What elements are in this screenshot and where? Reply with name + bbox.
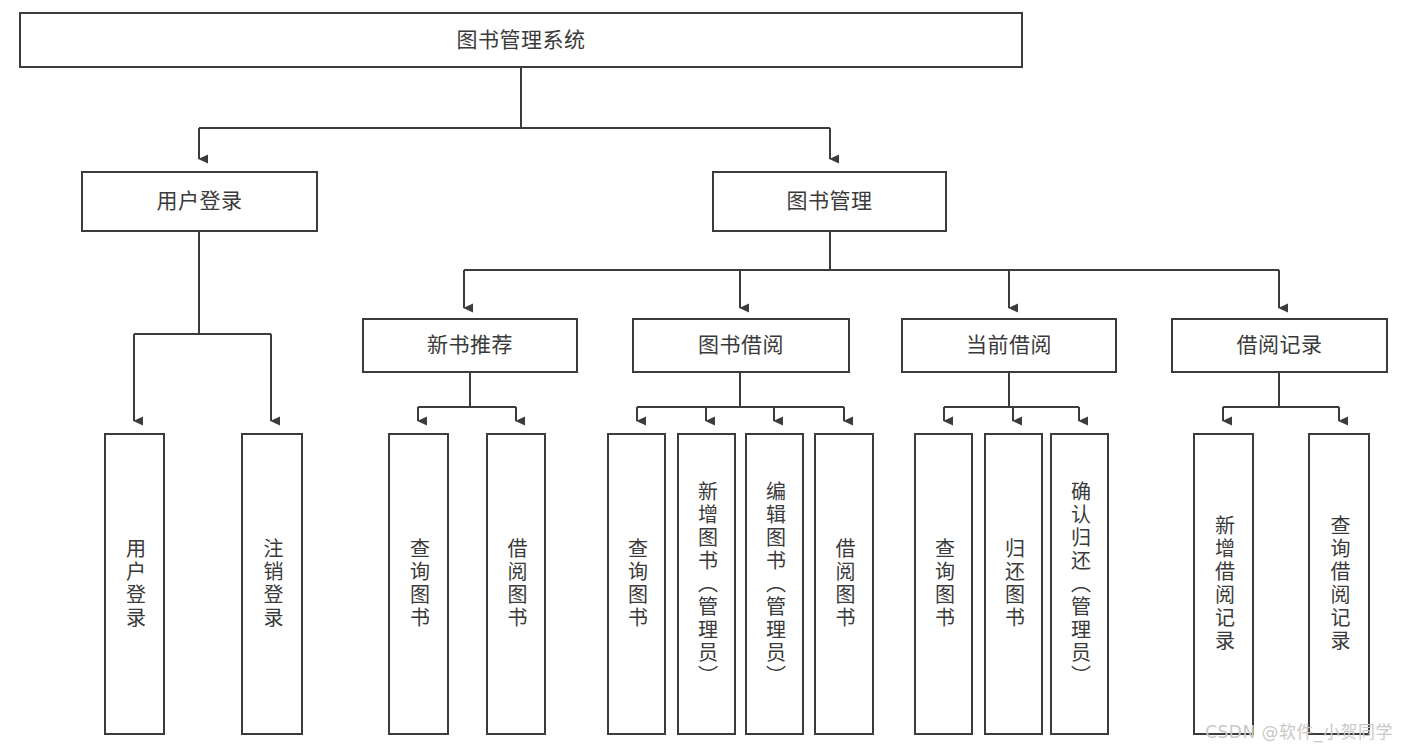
node-leaf-borrow-book-new[interactable]: 借阅图书 (486, 433, 546, 735)
node-leaf-add-borrow-record[interactable]: 新增借阅记录 (1193, 433, 1254, 735)
node-label: 查询图书 (627, 538, 647, 630)
node-leaf-confirm-return[interactable]: 确认归还（管理员） (1050, 433, 1109, 735)
node-label: 借阅图书 (506, 538, 526, 630)
node-label: 新增图书（管理员） (697, 481, 717, 688)
node-book-management-system[interactable]: 图书管理系统 (19, 12, 1023, 68)
node-borrow-record[interactable]: 借阅记录 (1171, 318, 1388, 373)
node-label: 新书推荐 (427, 334, 513, 356)
node-leaf-add-book[interactable]: 新增图书（管理员） (677, 433, 736, 735)
node-leaf-query-borrow-record[interactable]: 查询借阅记录 (1308, 433, 1370, 735)
node-label: 用户登录 (157, 190, 243, 212)
node-label: 查询借阅记录 (1329, 515, 1349, 653)
node-new-book-recommend[interactable]: 新书推荐 (362, 318, 578, 373)
node-leaf-user-login[interactable]: 用户登录 (104, 433, 165, 735)
node-user-login[interactable]: 用户登录 (81, 171, 318, 232)
node-leaf-query-book-current[interactable]: 查询图书 (914, 433, 973, 735)
node-book-borrow[interactable]: 图书借阅 (632, 318, 850, 373)
node-leaf-borrow-book[interactable]: 借阅图书 (814, 433, 874, 735)
node-label: 借阅图书 (834, 538, 854, 630)
node-leaf-logout[interactable]: 注销登录 (241, 433, 303, 735)
node-label: 借阅记录 (1237, 334, 1323, 356)
node-leaf-query-book-new[interactable]: 查询图书 (388, 433, 449, 735)
node-label: 确认归还（管理员） (1070, 481, 1090, 688)
node-current-borrow[interactable]: 当前借阅 (901, 318, 1117, 373)
node-leaf-query-book-borrow[interactable]: 查询图书 (607, 433, 666, 735)
node-label: 查询图书 (934, 538, 954, 630)
node-label: 查询图书 (409, 538, 429, 630)
node-book-manage[interactable]: 图书管理 (712, 171, 947, 232)
node-leaf-return-book[interactable]: 归还图书 (984, 433, 1043, 735)
node-label: 图书管理 (787, 190, 873, 212)
node-label: 编辑图书（管理员） (765, 481, 785, 688)
node-label: 注销登录 (262, 538, 282, 630)
node-label: 归还图书 (1004, 538, 1024, 630)
node-label: 图书借阅 (698, 334, 784, 356)
node-label: 图书管理系统 (457, 29, 586, 51)
node-label: 用户登录 (125, 538, 145, 630)
node-label: 当前借阅 (966, 334, 1052, 356)
node-leaf-edit-book[interactable]: 编辑图书（管理员） (745, 433, 804, 735)
node-label: 新增借阅记录 (1214, 515, 1234, 653)
